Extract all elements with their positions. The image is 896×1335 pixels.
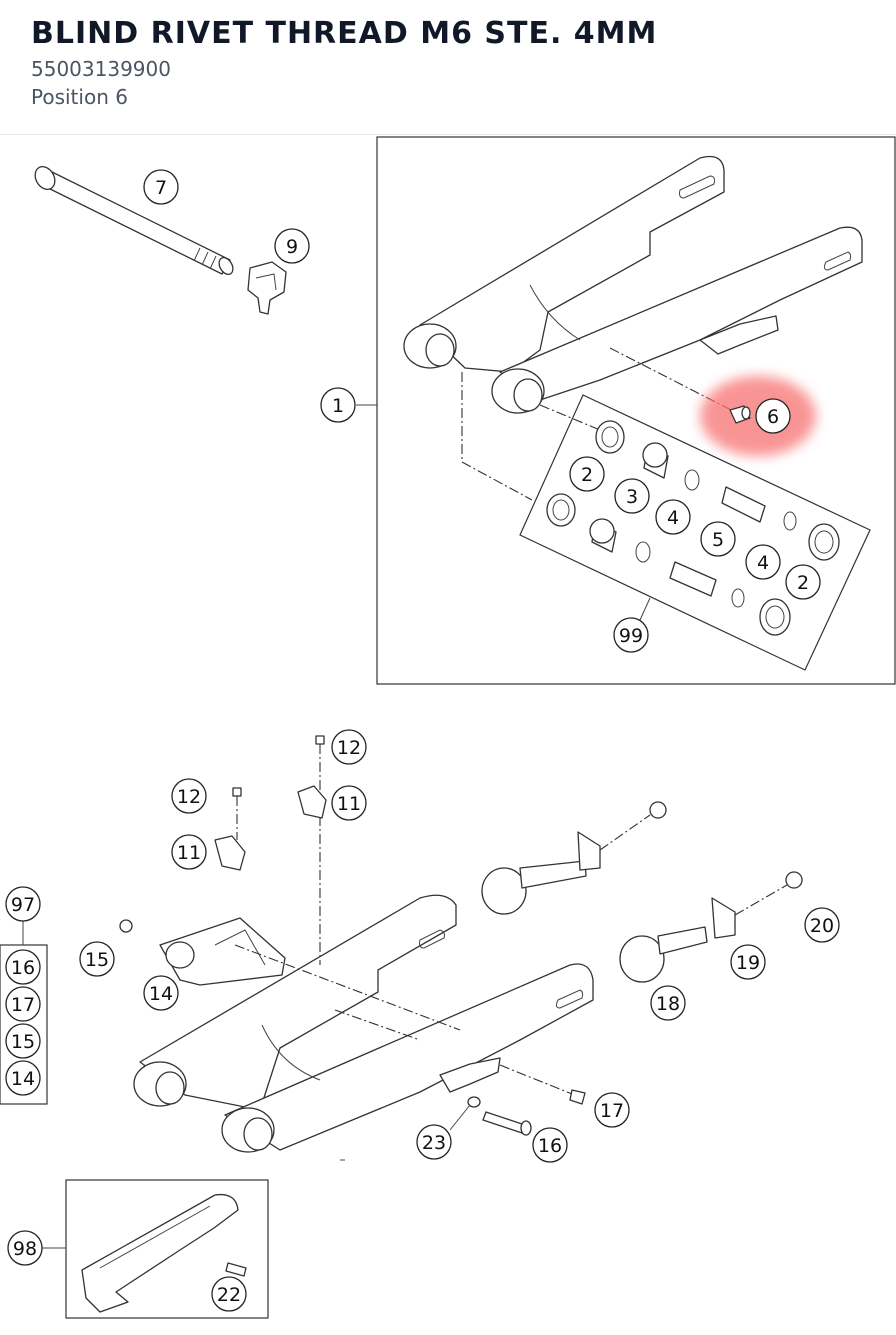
chain-guard-part — [81, 1193, 247, 1313]
callout-label: 15 — [85, 949, 109, 971]
callout-23[interactable]: 23 — [416, 1124, 452, 1160]
callout-14[interactable]: 14 — [143, 975, 179, 1011]
callout-2[interactable]: 2 — [785, 564, 821, 600]
callout-22[interactable]: 22 — [211, 1276, 247, 1312]
callout-2[interactable]: 2 — [569, 456, 605, 492]
callout-18[interactable]: 18 — [650, 985, 686, 1021]
callout-label: 14 — [149, 983, 173, 1005]
callout-4[interactable]: 4 — [745, 544, 781, 580]
callout-label: 11 — [337, 793, 361, 815]
position-label: Position 6 — [31, 85, 128, 109]
callout-label: 4 — [757, 552, 769, 574]
callout-6[interactable]: 6 — [755, 398, 791, 434]
callout-label: 11 — [177, 842, 201, 864]
bolts-and-clamps — [214, 735, 327, 965]
callout-20[interactable]: 20 — [804, 907, 840, 943]
callout-label: 23 — [422, 1132, 446, 1154]
part-number: 55003139900 — [31, 57, 171, 81]
callout-12[interactable]: 12 — [171, 778, 207, 814]
callout-15[interactable]: 15 — [79, 941, 115, 977]
callout-14[interactable]: 14 — [5, 1060, 41, 1096]
callout-label: 97 — [11, 894, 35, 916]
chain-guide-bracket-part — [247, 261, 287, 315]
callout-7[interactable]: 7 — [143, 169, 179, 205]
swingarm-part-bottom — [133, 894, 594, 1153]
callout-label: 12 — [177, 786, 201, 808]
callout-11[interactable]: 11 — [171, 834, 207, 870]
callout-label: 1 — [332, 395, 344, 417]
callout-label: 4 — [667, 507, 679, 529]
swingarm-detail-frame — [376, 136, 896, 685]
callout-15[interactable]: 15 — [5, 1023, 41, 1059]
callout-12[interactable]: 12 — [331, 729, 367, 765]
callout-label: 2 — [581, 464, 593, 486]
callout-label: 3 — [626, 486, 638, 508]
callout-label: 16 — [538, 1135, 562, 1157]
chain-roller-upper — [481, 801, 667, 915]
page-header: BLIND RIVET THREAD M6 STE. 4MM 550031399… — [0, 0, 896, 135]
callout-16[interactable]: 16 — [5, 949, 41, 985]
callout-4[interactable]: 4 — [655, 499, 691, 535]
callout-11[interactable]: 11 — [331, 785, 367, 821]
callout-label: 7 — [155, 177, 167, 199]
callout-16[interactable]: 16 — [532, 1127, 568, 1163]
bearing-kit-frame — [519, 394, 871, 671]
callout-17[interactable]: 17 — [5, 986, 41, 1022]
callout-label: 22 — [217, 1284, 241, 1306]
callout-label: 15 — [11, 1031, 35, 1053]
blind-rivet-part — [729, 405, 751, 424]
callout-98[interactable]: 98 — [7, 1230, 43, 1266]
bearing-kit-parts — [546, 420, 840, 636]
callout-label: 6 — [767, 406, 779, 428]
callout-label: 17 — [11, 994, 35, 1016]
callout-3[interactable]: 3 — [614, 478, 650, 514]
callout-99[interactable]: 99 — [613, 617, 649, 653]
rear-bolts — [467, 1064, 586, 1136]
callout-17[interactable]: 17 — [594, 1092, 630, 1128]
callout-label: 99 — [619, 625, 643, 647]
callout-label: 18 — [656, 993, 680, 1015]
callout-label: 5 — [712, 529, 724, 551]
callout-label: 16 — [11, 957, 35, 979]
callout-97[interactable]: 97 — [5, 886, 41, 922]
callout-label: 20 — [810, 915, 834, 937]
callout-label: 2 — [797, 572, 809, 594]
callout-9[interactable]: 9 — [274, 228, 310, 264]
chain-slider-bracket-part — [119, 917, 286, 986]
axle-part — [34, 166, 234, 276]
callout-label: 12 — [337, 737, 361, 759]
callout-label: 19 — [736, 952, 760, 974]
callout-label: 17 — [600, 1100, 624, 1122]
chain-roller-lower — [619, 871, 803, 983]
callout-label: 14 — [11, 1068, 35, 1090]
part-title: BLIND RIVET THREAD M6 STE. 4MM — [31, 16, 658, 51]
callout-19[interactable]: 19 — [730, 944, 766, 980]
callout-label: 98 — [13, 1238, 37, 1260]
callout-label: 9 — [286, 236, 298, 258]
callout-1[interactable]: 1 — [320, 387, 356, 423]
swingarm-part-top — [403, 155, 863, 414]
callout-5[interactable]: 5 — [700, 521, 736, 557]
chain-guard-frame — [65, 1179, 269, 1319]
